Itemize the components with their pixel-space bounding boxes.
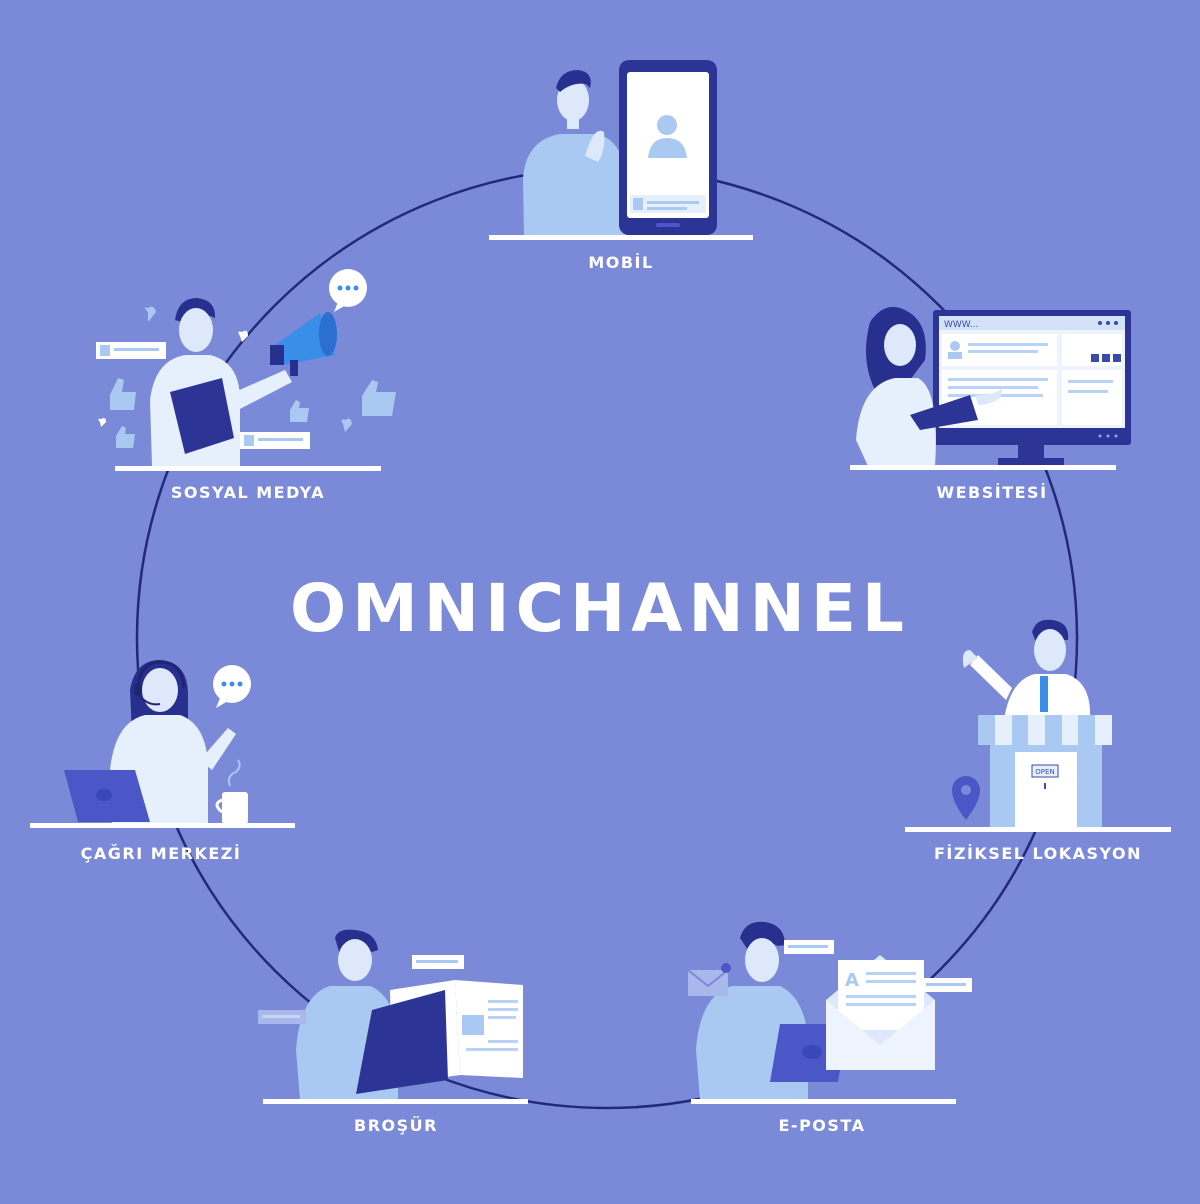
website-illustration: WWW... (850, 306, 1131, 470)
channel-label-call-center: ÇAĞRI MERKEZİ (80, 844, 242, 863)
channel-label-brochure: BROŞÜR (354, 1116, 438, 1135)
thumbs-up-icon (110, 378, 396, 448)
social-media-illustration (96, 269, 396, 471)
channel-label-physical-location: FİZİKSEL LOKASYON (933, 844, 1143, 863)
store-open-sign: OPEN (1035, 768, 1054, 776)
smartphone-icon (619, 60, 717, 235)
chat-bubble-icon (213, 665, 251, 708)
channel-label-mobile: MOBİL (588, 253, 654, 272)
channel-label-email: E-POSTA (778, 1116, 866, 1135)
mobile-illustration (489, 60, 753, 240)
physical-location-illustration: OPEN (905, 619, 1171, 832)
chat-bubble-icon (329, 269, 367, 312)
laptop-icon (64, 770, 150, 822)
svg-text:A: A (845, 970, 859, 991)
profile-card-icon (96, 342, 310, 449)
megaphone-icon (270, 312, 337, 376)
mail-icon (687, 963, 731, 996)
call-center-illustration (30, 660, 295, 828)
diagram-title: OMNICHANNEL (290, 570, 910, 647)
channel-label-social-media: SOSYAL MEDYA (170, 483, 326, 502)
brochure-illustration (258, 929, 528, 1104)
headset-icon (134, 660, 186, 706)
email-illustration: A (687, 921, 972, 1104)
envelope-icon: A (826, 955, 935, 1070)
monitor-icon: WWW... (933, 310, 1131, 465)
website-url-text: WWW... (944, 320, 978, 330)
channel-label-website: WEBSİTESİ (936, 483, 1048, 502)
location-pin-icon (952, 776, 980, 820)
open-book-icon (356, 980, 523, 1094)
heart-icon (98, 306, 352, 432)
coffee-cup-icon (215, 759, 248, 824)
store-icon: OPEN (978, 715, 1112, 827)
